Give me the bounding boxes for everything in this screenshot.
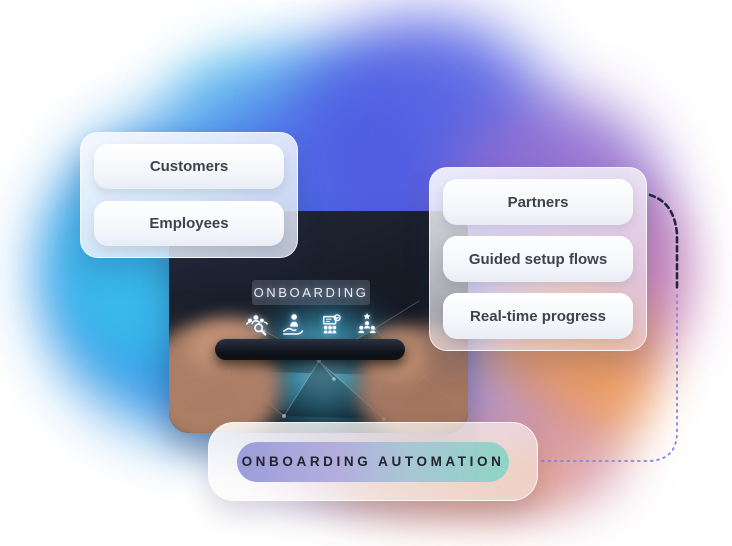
team-training-icon: [323, 314, 341, 334]
pill-partners[interactable]: Partners: [443, 179, 633, 225]
pill-customers[interactable]: Customers: [94, 144, 284, 189]
photo-title: ONBOARDING: [252, 280, 370, 305]
left-panel: Customers Employees: [80, 132, 298, 258]
photo-icon-row: [169, 311, 468, 339]
pill-real-time-progress[interactable]: Real-time progress: [443, 293, 633, 339]
person-in-hand-icon: [283, 314, 304, 335]
team-star-icon: [358, 312, 376, 334]
banner-card: ONBOARDING AUTOMATION: [208, 422, 538, 501]
banner-onboarding-automation[interactable]: ONBOARDING AUTOMATION: [237, 441, 509, 482]
pill-guided-setup-flows[interactable]: Guided setup flows: [443, 236, 633, 282]
pill-employees[interactable]: Employees: [94, 201, 284, 246]
onboarding-photo: ONBOARDING: [169, 211, 468, 433]
right-panel: Partners Guided setup flows Real-time pr…: [429, 167, 647, 351]
tablet: [215, 339, 405, 360]
people-search-icon: [245, 315, 269, 336]
